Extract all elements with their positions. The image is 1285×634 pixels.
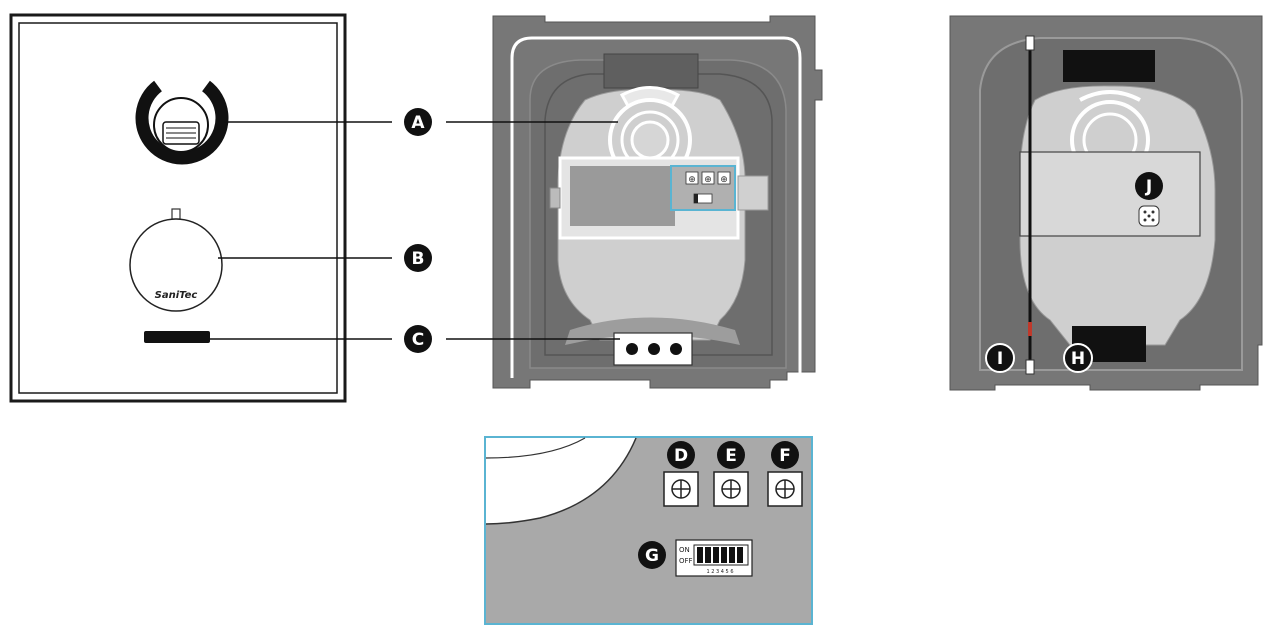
dip-off-label: OFF	[679, 557, 693, 565]
three-pin-connector	[613, 332, 693, 366]
open-housing-front: ⊕ ⊕ ⊕	[492, 15, 823, 389]
callout-i-text: I	[997, 349, 1003, 369]
potentiometer-e	[713, 471, 749, 507]
svg-text:⊕: ⊕	[704, 175, 712, 185]
svg-text:⊕: ⊕	[688, 175, 696, 185]
sensor-window	[135, 80, 229, 165]
callout-c-text: C	[412, 330, 424, 350]
open-housing-rear	[949, 15, 1263, 391]
callout-c: C	[404, 325, 432, 353]
potentiometer-d	[663, 471, 699, 507]
callout-h: H	[1063, 343, 1093, 373]
svg-text:⊕: ⊕	[720, 175, 728, 185]
callout-j: J	[1135, 172, 1163, 200]
callout-j-text: J	[1145, 177, 1152, 197]
callout-g: G	[638, 541, 666, 569]
callout-a-text: A	[411, 113, 425, 133]
callout-a: A	[404, 108, 432, 136]
connector-icon	[1138, 205, 1160, 227]
callout-f: F	[771, 441, 799, 469]
callout-e: E	[717, 441, 745, 469]
dip-switch: ON OFF 1 2 3 4 5 6	[675, 539, 753, 577]
callout-h-text: H	[1071, 349, 1085, 369]
callout-b-text: B	[412, 249, 425, 269]
adjustment-area-highlight: ⊕ ⊕ ⊕	[670, 165, 736, 211]
callout-d-text: D	[674, 446, 688, 466]
cable-strip	[1025, 35, 1035, 375]
callout-i: I	[985, 343, 1015, 373]
front-cover-plate: SaniTec	[9, 13, 347, 403]
potentiometer-f	[767, 471, 803, 507]
led-indicator-slot	[144, 331, 210, 343]
callout-e-text: E	[725, 446, 737, 466]
callout-b: B	[404, 244, 432, 272]
callout-d: D	[667, 441, 695, 469]
adjustment-detail-inset: ON OFF 1 2 3 4 5 6	[484, 436, 813, 625]
leader-lines	[210, 121, 620, 340]
dip-on-label: ON	[679, 546, 690, 554]
dip-positions: 1 2 3 4 5 6	[706, 569, 733, 575]
callout-f-text: F	[779, 446, 791, 466]
logo-text: SaniTec	[155, 290, 198, 301]
manual-flush-button: SaniTec	[129, 208, 223, 312]
callout-g-text: G	[645, 546, 659, 566]
